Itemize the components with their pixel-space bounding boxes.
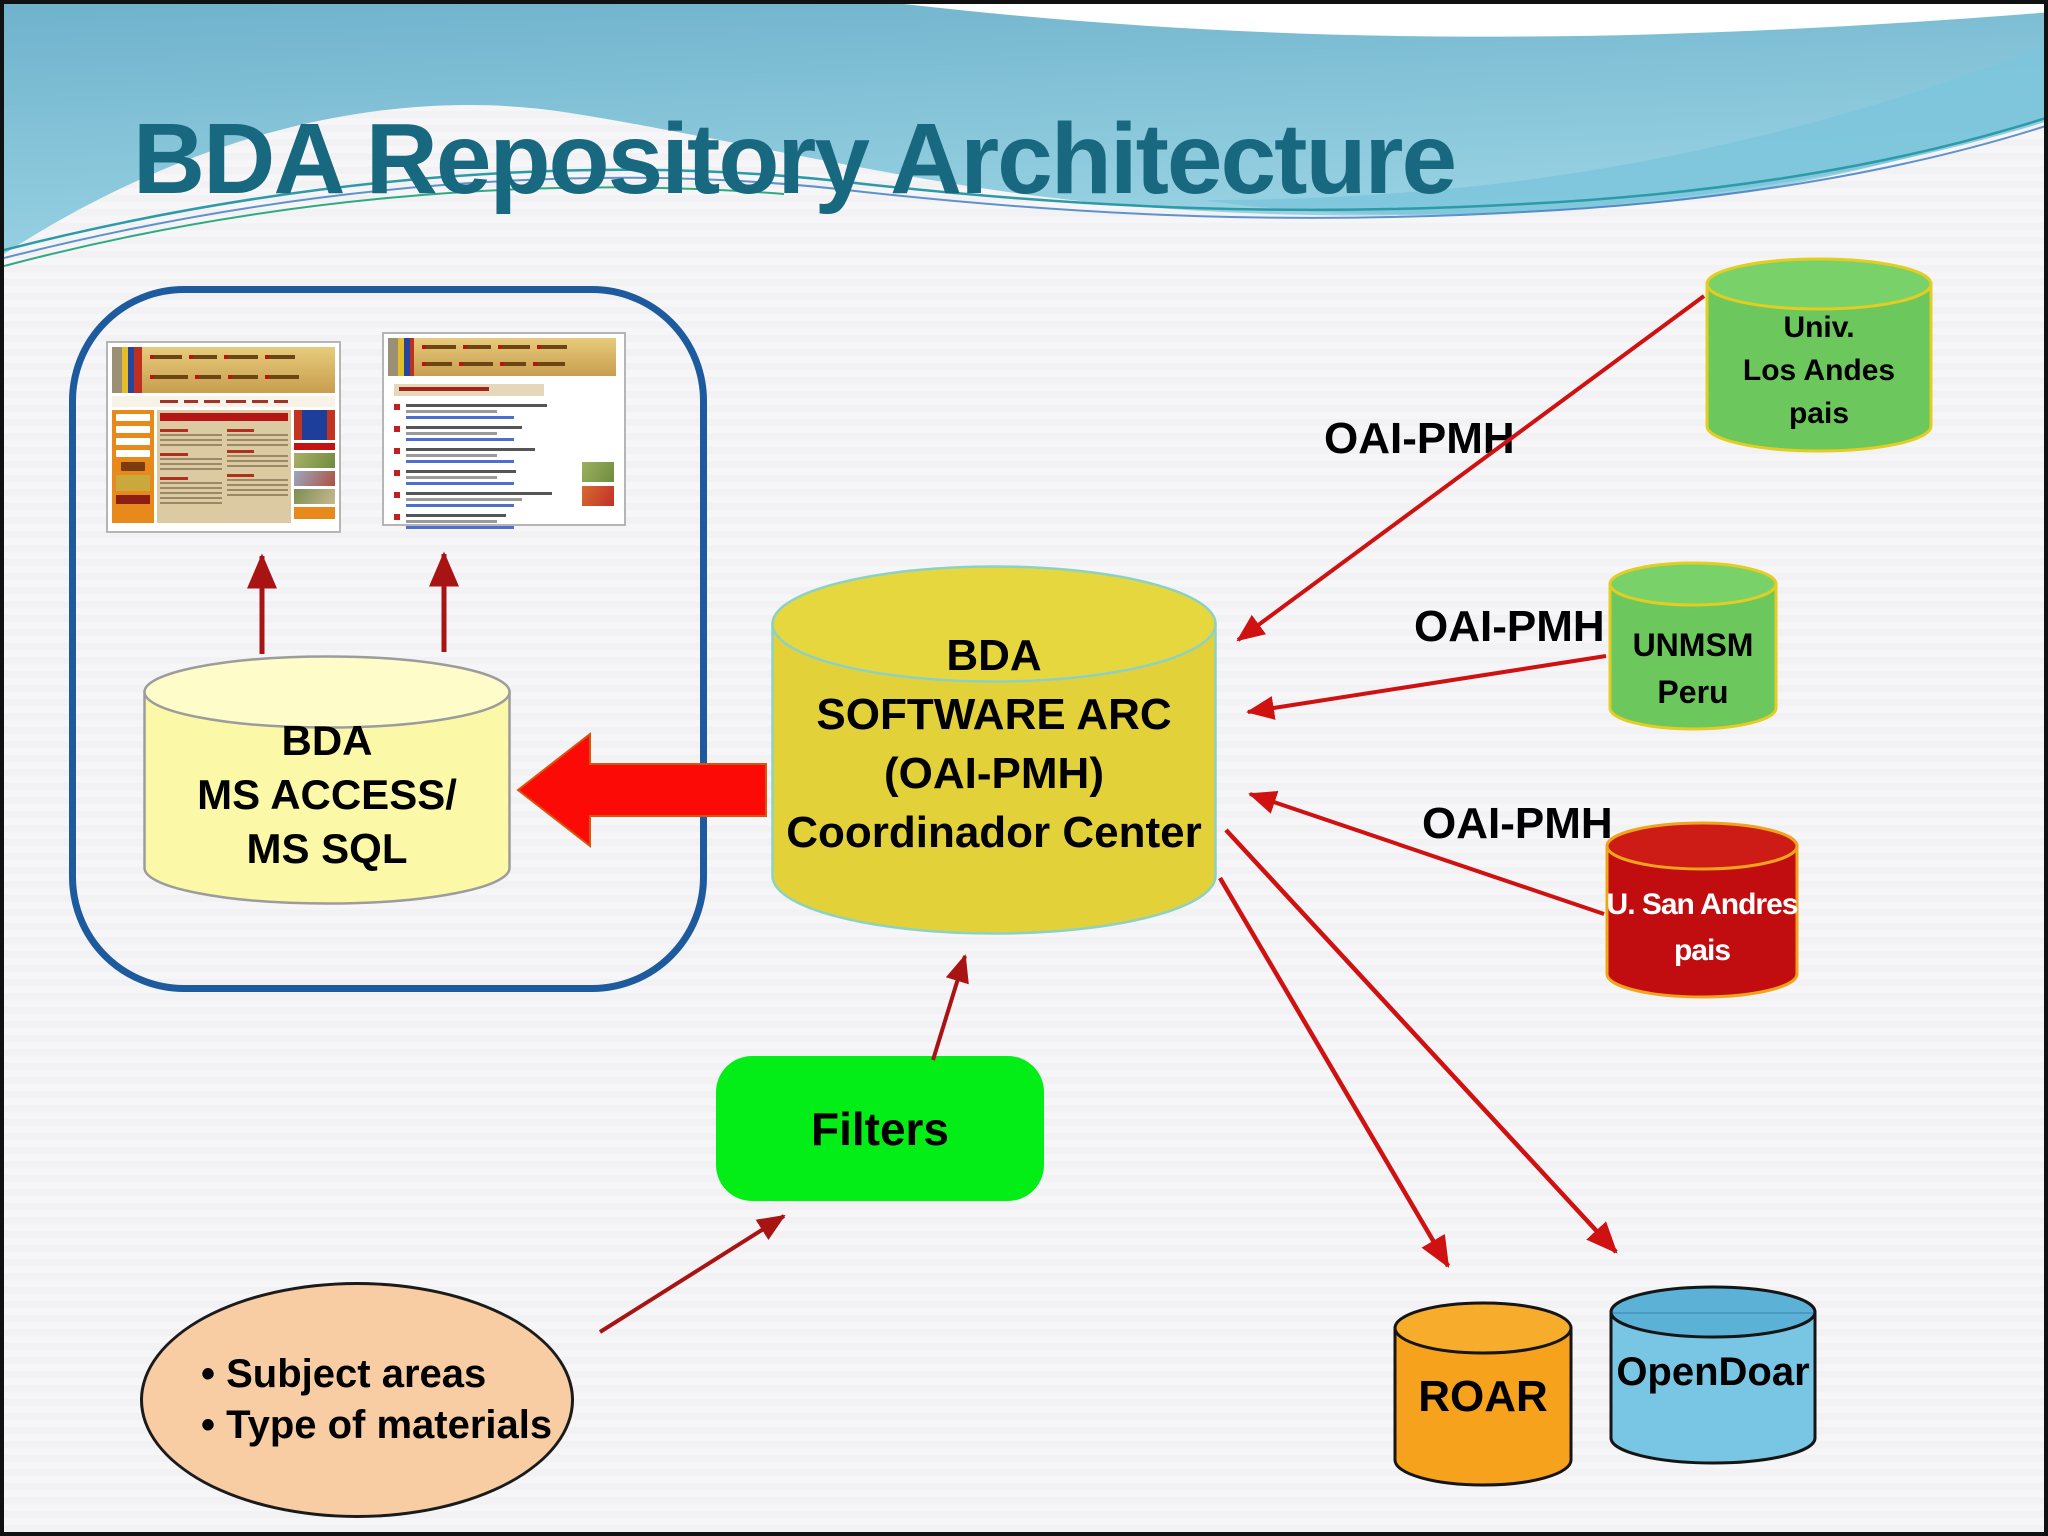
- san-andres-label: U. San Andres pais: [1604, 820, 1800, 1000]
- mini-nav-row: [150, 355, 330, 359]
- mini-content-area: [157, 410, 291, 523]
- bda-msaccess-cylinder: [142, 654, 512, 906]
- roar-label: ROAR: [1392, 1300, 1574, 1488]
- arrow-criteria-to-filters: [598, 1214, 786, 1334]
- bda-msaccess-label: BDA MS ACCESS/ MS SQL: [142, 654, 512, 906]
- label-line: BDA: [946, 631, 1042, 680]
- label-line: OpenDoar: [1616, 1350, 1810, 1394]
- univ-los-andes-label: Univ. Los Andes pais: [1704, 256, 1934, 454]
- oai-pmh-label-3: OAI-PMH: [1422, 799, 1613, 848]
- label-line: (OAI-PMH): [884, 749, 1104, 798]
- label-line: SOFTWARE ARC: [816, 690, 1172, 739]
- label-line: MS ACCESS/: [197, 771, 457, 818]
- opendoar-cylinder: [1608, 1284, 1818, 1466]
- mini-login-sidebar: [112, 410, 154, 523]
- label-line: pais: [1788, 397, 1850, 430]
- label-line: UNMSM: [1632, 627, 1754, 663]
- label-line: MS SQL: [246, 825, 408, 872]
- label-line: Los Andes: [1742, 354, 1896, 387]
- roar-cylinder: [1392, 1300, 1574, 1488]
- mini-nav-row: [150, 375, 330, 379]
- arrow-coordinator-to-roar: [1218, 876, 1450, 1268]
- coordinator-label: BDA SOFTWARE ARC (OAI-PMH) Coordinador C…: [770, 564, 1218, 936]
- mini-record-list: [394, 404, 572, 536]
- label-line: U. San Andres: [1606, 888, 1799, 921]
- website-screenshot-portal: [106, 341, 341, 533]
- univ-los-andes-cylinder: [1704, 256, 1934, 454]
- arrow-filters-to-coordinator: [931, 954, 969, 1061]
- mini-site-logo: [388, 338, 414, 376]
- mini-nav-row: [422, 345, 612, 349]
- label-line: pais: [1673, 934, 1731, 967]
- header-wave-decoration: [4, 4, 2044, 267]
- filters-label: Filters: [810, 1102, 950, 1155]
- label-line: Coordinador Center: [786, 808, 1202, 857]
- arrow-coordinator-to-opendoar: [1224, 828, 1618, 1254]
- local-repository-container: [69, 286, 707, 992]
- label-line: Peru: [1657, 674, 1729, 710]
- mini-site-logo: [112, 347, 142, 393]
- mini-link-bar: [112, 396, 335, 407]
- wave-white-sliver: [904, 4, 2044, 37]
- wave-light-band: [1204, 47, 2044, 215]
- label-line: Univ.: [1783, 311, 1855, 344]
- oai-pmh-label-1: OAI-PMH: [1324, 414, 1515, 463]
- san-andres-cylinder: [1604, 820, 1800, 1000]
- arrow-unmsm-to-coordinator: [1246, 654, 1607, 720]
- page-title: BDA Repository Architecture: [132, 103, 1457, 215]
- mini-section-title: [394, 384, 544, 396]
- criteria-ellipse: • Subject areas • Type of materials: [140, 1282, 574, 1518]
- criteria-item: • Type of materials: [201, 1403, 553, 1447]
- mini-nav-row: [422, 362, 612, 366]
- label-line: BDA: [281, 717, 373, 764]
- website-screenshot-listing: [382, 332, 626, 529]
- criteria-item: • Subject areas: [201, 1352, 487, 1396]
- coordinator-cylinder: [770, 564, 1218, 936]
- mini-site-header: [388, 338, 616, 376]
- opendoar-label: OpenDoar: [1608, 1284, 1818, 1466]
- mini-site-header: [112, 347, 335, 393]
- mini-media-column: [294, 410, 335, 523]
- filters-box: Filters: [716, 1056, 1044, 1201]
- wave-line-green: [4, 186, 785, 267]
- wave-line-blue: [4, 125, 2044, 259]
- label-line: ROAR: [1418, 1372, 1548, 1421]
- unmsm-peru-label: UNMSM Peru: [1607, 560, 1779, 732]
- mini-thumbnails: [582, 462, 614, 506]
- mini-emblem-image: [294, 410, 335, 440]
- wave-line-teal: [4, 117, 2044, 252]
- oai-pmh-label-2: OAI-PMH: [1414, 602, 1605, 651]
